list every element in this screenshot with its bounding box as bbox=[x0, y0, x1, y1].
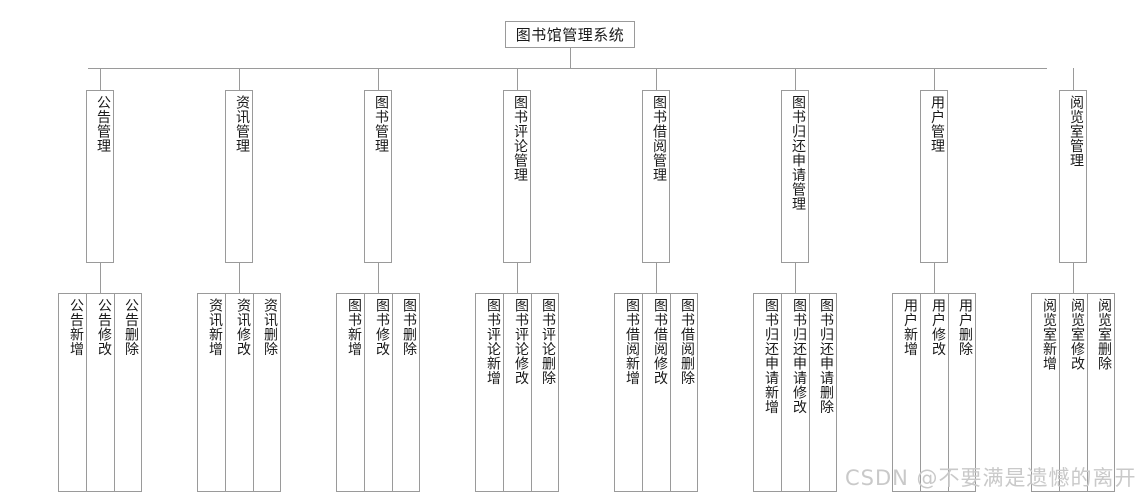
leaf-node-label: 图书借阅新增 bbox=[624, 298, 640, 385]
branch-connector-line bbox=[656, 68, 657, 90]
branch-node-8[interactable]: 阅览室管理 bbox=[1059, 90, 1087, 263]
branch-connector-line bbox=[100, 68, 101, 90]
branch-node-3[interactable]: 图书管理 bbox=[364, 90, 392, 263]
leaf-node-label: 图书借阅删除 bbox=[679, 298, 695, 385]
leaf-connector-line bbox=[1073, 263, 1074, 293]
leaf-node-label: 图书评论删除 bbox=[540, 298, 556, 385]
leaf-node[interactable]: 资讯删除 bbox=[253, 293, 281, 492]
leaf-node[interactable]: 用户删除 bbox=[948, 293, 976, 492]
leaf-node[interactable]: 图书归还申请新增 bbox=[753, 293, 781, 492]
leaf-node[interactable]: 图书新增 bbox=[336, 293, 364, 492]
leaf-node-label: 阅览室新增 bbox=[1041, 298, 1057, 371]
leaf-node[interactable]: 公告新增 bbox=[58, 293, 86, 492]
leaf-node-label: 图书评论修改 bbox=[513, 298, 529, 385]
branch-connector-line bbox=[378, 68, 379, 90]
branch-node-4[interactable]: 图书评论管理 bbox=[503, 90, 531, 263]
leaf-node[interactable]: 用户新增 bbox=[892, 293, 920, 492]
leaf-node[interactable]: 资讯修改 bbox=[225, 293, 253, 492]
leaf-node[interactable]: 图书归还申请修改 bbox=[781, 293, 809, 492]
leaf-connector-line bbox=[239, 263, 240, 293]
root-stem-line bbox=[570, 48, 571, 68]
leaf-node-label: 图书借阅修改 bbox=[652, 298, 668, 385]
leaf-node-label: 用户删除 bbox=[957, 298, 973, 356]
leaf-node[interactable]: 图书借阅修改 bbox=[642, 293, 670, 492]
branch-node-7[interactable]: 用户管理 bbox=[920, 90, 948, 263]
leaf-node-label: 用户修改 bbox=[930, 298, 946, 356]
leaf-group-5: 图书借阅新增图书借阅修改图书借阅删除 bbox=[614, 293, 698, 492]
leaf-node[interactable]: 阅览室删除 bbox=[1087, 293, 1115, 492]
leaf-group-6: 图书归还申请新增图书归还申请修改图书归还申请删除 bbox=[753, 293, 837, 492]
root-node: 图书馆管理系统 bbox=[505, 21, 635, 48]
leaf-group-7: 用户新增用户修改用户删除 bbox=[892, 293, 976, 492]
leaf-group-8: 阅览室新增阅览室修改阅览室删除 bbox=[1031, 293, 1115, 492]
leaf-node[interactable]: 阅览室新增 bbox=[1031, 293, 1059, 492]
branch-node-label: 图书管理 bbox=[373, 95, 389, 153]
leaf-node[interactable]: 图书删除 bbox=[392, 293, 420, 492]
leaf-node-label: 资讯新增 bbox=[207, 298, 223, 356]
leaf-connector-line bbox=[934, 263, 935, 293]
branch-node-5[interactable]: 图书借阅管理 bbox=[642, 90, 670, 263]
leaf-connector-line bbox=[517, 263, 518, 293]
branch-connector-line bbox=[795, 68, 796, 90]
leaf-connector-line bbox=[378, 263, 379, 293]
leaf-node[interactable]: 阅览室修改 bbox=[1059, 293, 1087, 492]
branch-connector-line bbox=[934, 68, 935, 90]
leaf-node-label: 公告删除 bbox=[123, 298, 139, 356]
leaf-node[interactable]: 图书借阅新增 bbox=[614, 293, 642, 492]
leaf-node-label: 公告新增 bbox=[68, 298, 84, 356]
branch-node-label: 资讯管理 bbox=[234, 95, 250, 153]
root-node-label: 图书馆管理系统 bbox=[515, 26, 625, 44]
leaf-connector-line bbox=[795, 263, 796, 293]
branch-node-1[interactable]: 公告管理 bbox=[86, 90, 114, 263]
branch-node-label: 图书借阅管理 bbox=[651, 95, 667, 182]
branch-node-label: 图书评论管理 bbox=[512, 95, 528, 182]
leaf-node[interactable]: 用户修改 bbox=[920, 293, 948, 492]
leaf-node-label: 阅览室修改 bbox=[1069, 298, 1085, 371]
branch-connector-line bbox=[1073, 68, 1074, 90]
leaf-node-label: 图书修改 bbox=[374, 298, 390, 356]
leaf-node-label: 图书归还申请新增 bbox=[763, 298, 779, 414]
leaf-group-3: 图书新增图书修改图书删除 bbox=[336, 293, 420, 492]
branch-bus-line bbox=[88, 68, 1047, 69]
branch-node-label: 用户管理 bbox=[929, 95, 945, 153]
leaf-node-label: 资讯修改 bbox=[235, 298, 251, 356]
leaf-node-label: 图书删除 bbox=[401, 298, 417, 356]
leaf-connector-line bbox=[100, 263, 101, 293]
branch-node-6[interactable]: 图书归还申请管理 bbox=[781, 90, 809, 263]
leaf-node-label: 图书评论新增 bbox=[485, 298, 501, 385]
leaf-node-label: 图书新增 bbox=[346, 298, 362, 356]
leaf-node[interactable]: 公告修改 bbox=[86, 293, 114, 492]
branch-node-label: 阅览室管理 bbox=[1068, 95, 1084, 168]
leaf-node-label: 图书归还申请删除 bbox=[818, 298, 834, 414]
leaf-node[interactable]: 资讯新增 bbox=[197, 293, 225, 492]
leaf-node-label: 图书归还申请修改 bbox=[791, 298, 807, 414]
branch-node-2[interactable]: 资讯管理 bbox=[225, 90, 253, 263]
leaf-group-2: 资讯新增资讯修改资讯删除 bbox=[197, 293, 281, 492]
leaf-node[interactable]: 图书评论删除 bbox=[531, 293, 559, 492]
leaf-node[interactable]: 图书评论修改 bbox=[503, 293, 531, 492]
leaf-node[interactable]: 图书评论新增 bbox=[475, 293, 503, 492]
leaf-node[interactable]: 图书归还申请删除 bbox=[809, 293, 837, 492]
branch-connector-line bbox=[517, 68, 518, 90]
branch-connector-line bbox=[239, 68, 240, 90]
leaf-node-label: 阅览室删除 bbox=[1096, 298, 1112, 371]
branch-node-label: 图书归还申请管理 bbox=[790, 95, 806, 211]
leaf-node-label: 资讯删除 bbox=[262, 298, 278, 356]
leaf-group-1: 公告新增公告修改公告删除 bbox=[58, 293, 142, 492]
leaf-node[interactable]: 公告删除 bbox=[114, 293, 142, 492]
leaf-node[interactable]: 图书修改 bbox=[364, 293, 392, 492]
leaf-group-4: 图书评论新增图书评论修改图书评论删除 bbox=[475, 293, 559, 492]
leaf-node-label: 公告修改 bbox=[96, 298, 112, 356]
branch-node-label: 公告管理 bbox=[95, 95, 111, 153]
leaf-connector-line bbox=[656, 263, 657, 293]
leaf-node[interactable]: 图书借阅删除 bbox=[670, 293, 698, 492]
leaf-node-label: 用户新增 bbox=[902, 298, 918, 356]
